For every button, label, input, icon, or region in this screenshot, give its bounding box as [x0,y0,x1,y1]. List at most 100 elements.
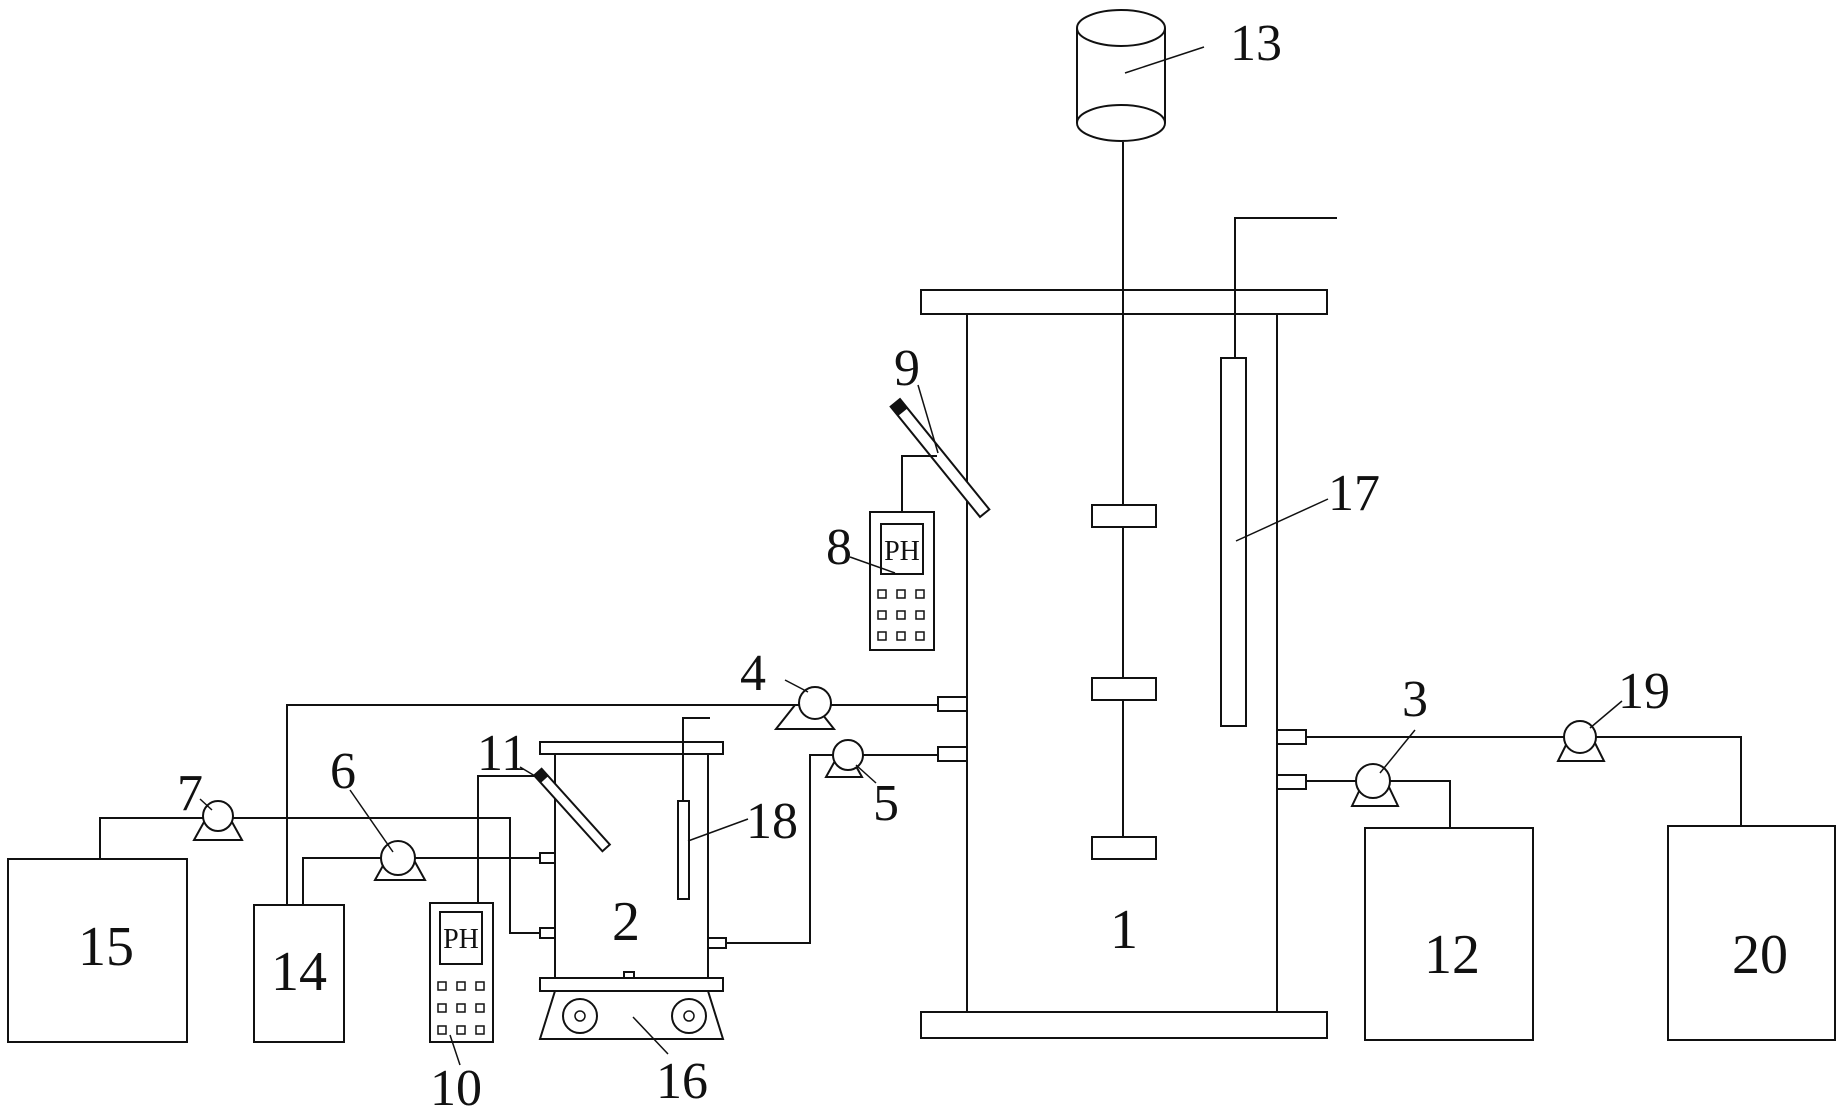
meter8-key [877,610,887,620]
leader-10 [449,1034,461,1066]
meter10-key [437,1025,447,1035]
tank-20 [1667,825,1836,1041]
motor-top [1076,9,1166,47]
label-11: 11 [477,725,527,782]
leader-19 [1589,700,1623,729]
meter10-key [437,981,447,991]
meter10-key [456,1003,466,1013]
reactor-base [920,1011,1328,1039]
ph-meter-8: PH [869,511,935,651]
leader-11 [519,766,536,777]
electrode-17 [1220,357,1247,727]
label-6: 6 [330,743,356,800]
label-8: 8 [826,519,852,576]
ph-probe-9 [889,397,991,519]
impeller-blade-top [1091,504,1157,528]
meter8-key [915,589,925,599]
stir-bar [623,971,635,979]
label-18: 18 [746,793,798,850]
stirrer-knob-left [562,998,598,1034]
leader-18 [687,818,749,842]
motor-body [1076,28,1166,142]
meter10-key [475,981,485,991]
reactor-port-left-upper [937,696,968,712]
tank-12 [1364,827,1534,1041]
impeller-blade-middle [1091,677,1157,701]
pump-19-rotor [1563,720,1597,754]
label-12: 12 [1424,924,1480,986]
leader-13 [1124,46,1205,74]
pump-6-rotor [380,840,416,876]
label-5: 5 [873,775,899,832]
electrode-18-lead [682,717,710,801]
ph-probe-11-cap [534,768,549,783]
reactor-2-port-left-lower [539,927,556,939]
meter10-key [456,981,466,991]
reactor-2-port-right [707,937,727,949]
ph-probe-11-cable [477,775,540,904]
pipe-reactor-to-20-via-pump-19 [1306,736,1742,826]
ph-probe-9-cable [901,455,937,512]
ph-meter-10-screen [439,911,483,965]
leader-9 [917,384,939,454]
impeller-blade-bottom [1091,836,1157,860]
meter8-key [877,631,887,641]
pipe-14-to-reactor-via-pump-4 [286,704,938,905]
ph-meter-10-display: PH [443,924,479,955]
pipe-reactor-to-12-via-pump-3 [1306,780,1451,828]
label-10: 10 [430,1060,482,1112]
pipe-15-to-reactor2-via-pump-7 [99,817,540,934]
reactor-port-right-upper [1276,729,1307,745]
label-3: 3 [1402,671,1428,728]
pipe-reactor-to-reactor2-via-pump-5 [726,754,938,944]
electrode-17-lead [1234,217,1337,358]
pump-4-rotor [798,686,832,720]
pump-6 [373,840,427,881]
label-2: 2 [612,891,640,953]
reactor-2-port-left-upper [539,852,556,864]
leader-7 [199,798,213,811]
meter8-key [896,589,906,599]
pump-5-rotor [832,739,864,771]
meter10-key [475,1025,485,1035]
ph-probe-9-cap [890,399,908,416]
pump-4 [773,686,837,730]
meter8-key [896,631,906,641]
meter10-key [437,1003,447,1013]
leader-8 [849,556,896,574]
label-20: 20 [1732,924,1788,986]
pump-3-rotor [1355,763,1391,799]
electrode-18 [677,800,690,900]
pump-3 [1350,763,1400,807]
meter8-key [915,631,925,641]
ph-probe-11 [532,767,612,853]
meter8-key [915,610,925,620]
tank-15 [7,858,188,1043]
leader-6 [349,789,394,853]
label-19: 19 [1618,663,1670,720]
pipe-14-to-reactor2-via-pump-6 [302,857,540,905]
stirrer-knob-right-center [683,1010,695,1022]
leader-3 [1379,729,1416,774]
label-4: 4 [740,645,766,702]
label-7: 7 [177,765,203,822]
stirrer-knob-left-center [574,1010,586,1022]
label-1: 1 [1110,899,1138,961]
leader-16 [632,1016,669,1055]
pump-5 [824,739,864,778]
ph-meter-8-screen [880,523,924,575]
ph-meter-10: PH [429,902,494,1043]
reactor-port-left-lower [937,746,968,762]
label-9: 9 [894,340,920,397]
leader-5 [855,764,877,784]
pump-19 [1556,720,1606,762]
meter8-key [896,610,906,620]
label-14: 14 [271,941,327,1003]
motor-bottom-rim [1076,104,1166,124]
tank-14 [253,904,345,1043]
leader-4 [784,679,809,693]
reactor-port-right-lower [1276,774,1307,790]
leader-17 [1235,498,1329,542]
reactor-2-top-flange [539,741,724,755]
